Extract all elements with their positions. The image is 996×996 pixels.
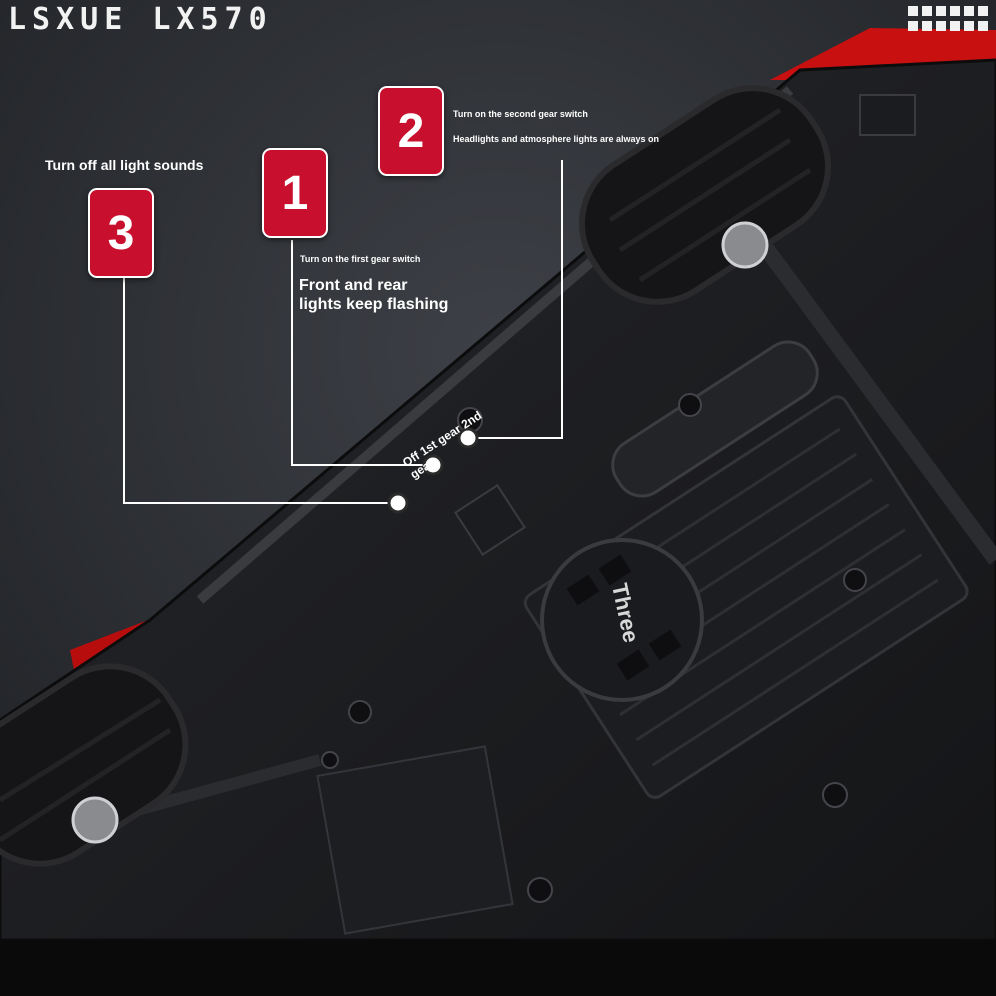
step-2-detail: Headlights and atmosphere lights are alw… xyxy=(453,134,660,144)
step-1-detail-line-2: lights keep flashing xyxy=(299,296,449,313)
rear-bracket xyxy=(859,94,916,136)
front-wheel xyxy=(0,663,189,867)
bottom-bar xyxy=(0,940,996,996)
screws xyxy=(321,393,867,903)
switch-dot-1st xyxy=(422,454,444,476)
switch-housing xyxy=(454,484,526,556)
exhaust-pipe xyxy=(611,340,819,498)
step-3-caption: Turn off all light sounds xyxy=(45,157,204,173)
step-1-caption: Turn on the first gear switch xyxy=(300,254,421,264)
step-2-caption: Turn on the second gear switch xyxy=(453,109,588,119)
brand-title: LSXUE LX570 xyxy=(8,2,273,37)
leader-line-1 xyxy=(291,240,433,466)
step-3-badge: 3 xyxy=(88,188,154,278)
leader-line-3 xyxy=(123,278,398,504)
step-2-badge: 2 xyxy=(378,86,444,176)
front-panel xyxy=(316,745,514,935)
step-1-badge: 1 xyxy=(262,148,328,238)
battery-cover-slots xyxy=(566,554,682,681)
square-grid-logo-icon xyxy=(908,6,988,32)
switch-dot-off xyxy=(387,492,409,514)
leader-line-2 xyxy=(468,160,563,439)
step-1-detail-line-1: Front and rear xyxy=(299,277,408,294)
rear-wheel xyxy=(578,85,832,305)
rear-axle xyxy=(753,235,996,565)
switch-dot-2nd xyxy=(457,427,479,449)
